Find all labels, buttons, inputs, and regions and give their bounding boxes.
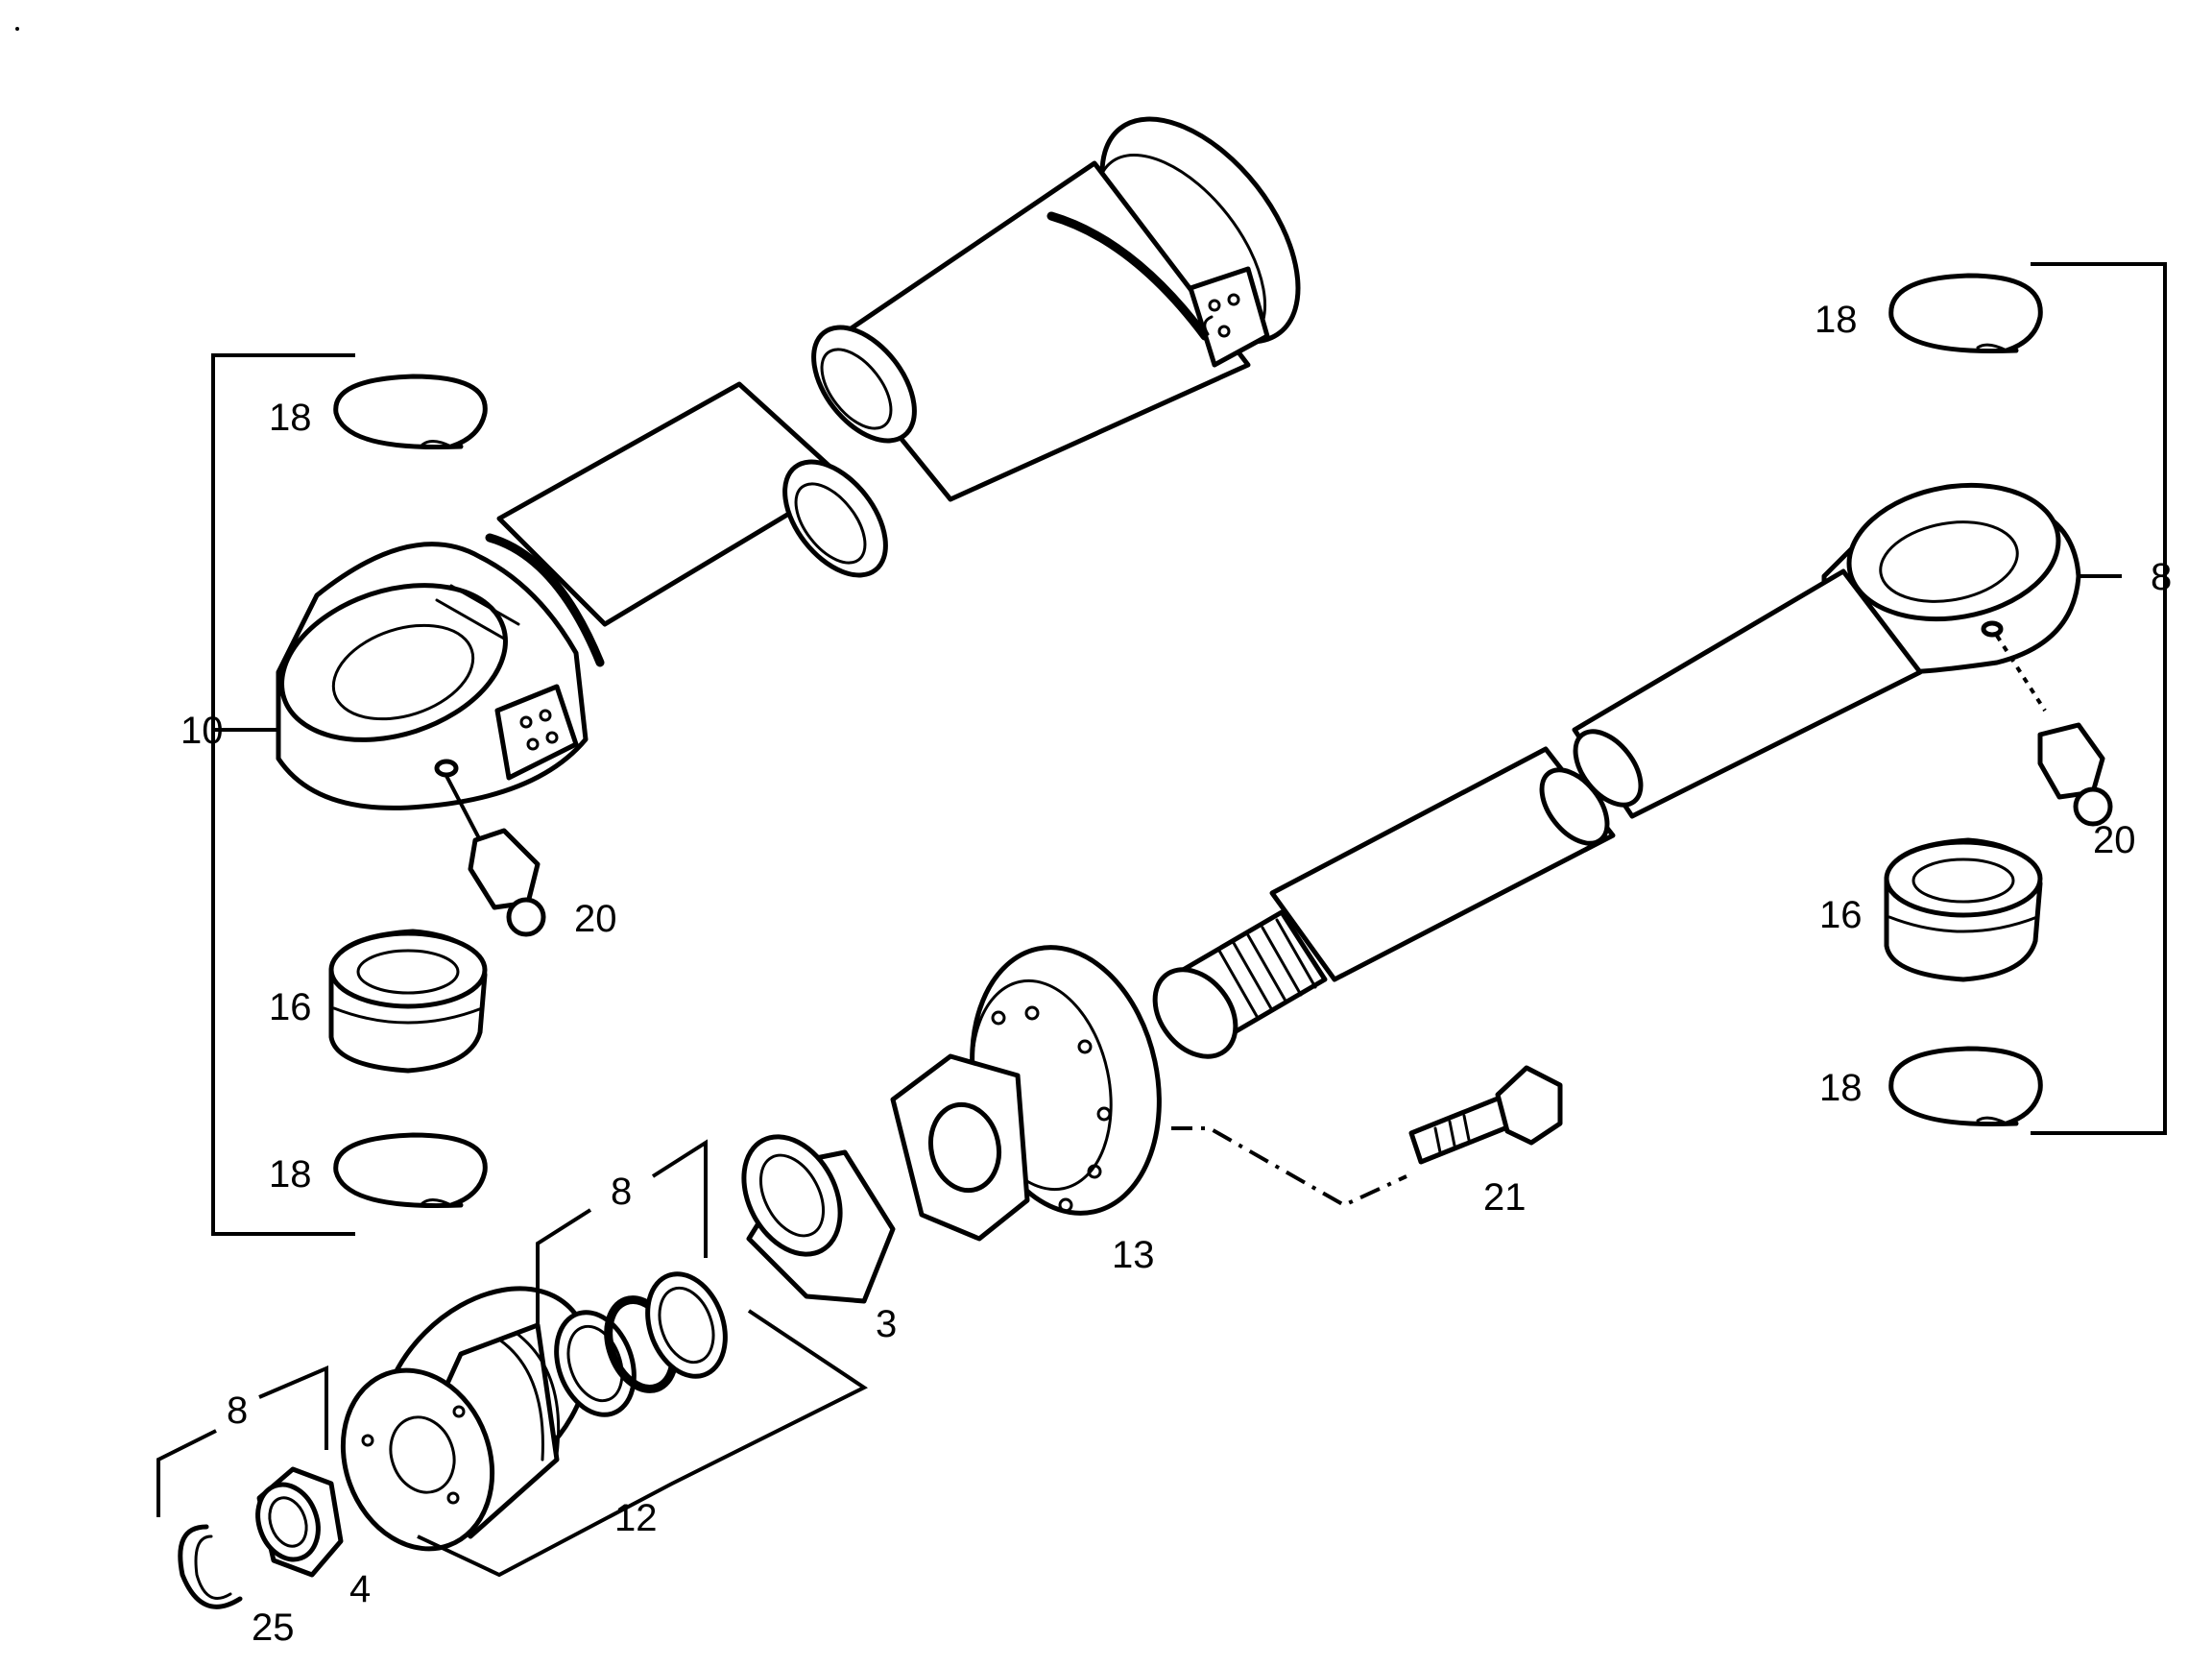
callout-10: 10: [180, 710, 224, 752]
callout-20-right: 20: [2093, 819, 2136, 861]
callout-3: 3: [876, 1303, 897, 1345]
piston: [340, 1286, 591, 1552]
callout-18-right-bottom: 18: [1819, 1067, 1863, 1109]
bolt: [1408, 1065, 1563, 1165]
snap-ring-left-top: [333, 374, 488, 450]
grease-nipple-right: [2037, 722, 2113, 827]
snap-ring-left-bottom: [333, 1132, 488, 1209]
callout-16-left: 16: [269, 986, 312, 1028]
callout-18-left-top: 18: [269, 397, 312, 439]
lock-nut: [255, 1466, 344, 1578]
callout-4: 4: [349, 1568, 371, 1610]
piston-rod: [1152, 482, 2081, 1059]
callout-16-right: 16: [1819, 894, 1863, 936]
callout-18-left-bottom: 18: [269, 1153, 312, 1196]
callout-13: 13: [1112, 1234, 1155, 1276]
snap-ring-right-bottom: [1888, 1046, 2043, 1127]
callout-8-right: 8: [2151, 556, 2172, 598]
cylinder-barrel: [276, 116, 1301, 810]
callout-20-left: 20: [574, 898, 617, 940]
bearing-left: [328, 929, 488, 1074]
leader-lines: [156, 262, 2167, 1578]
callout-18-right-top: 18: [1815, 299, 1858, 341]
gland-head: [890, 945, 1162, 1242]
callout-8-piston: 8: [611, 1171, 632, 1213]
callout-25: 25: [252, 1607, 295, 1649]
bearing-right: [1884, 837, 2043, 982]
grease-nipple-left: [468, 828, 546, 937]
callout-12: 12: [614, 1497, 658, 1539]
circlip-25: [178, 1524, 243, 1609]
bushing: [741, 1134, 896, 1304]
snap-ring-right-top: [1888, 273, 2043, 354]
callout-8-nut: 8: [227, 1389, 248, 1432]
piston-seals: [554, 1271, 728, 1417]
callout-21: 21: [1483, 1176, 1527, 1219]
